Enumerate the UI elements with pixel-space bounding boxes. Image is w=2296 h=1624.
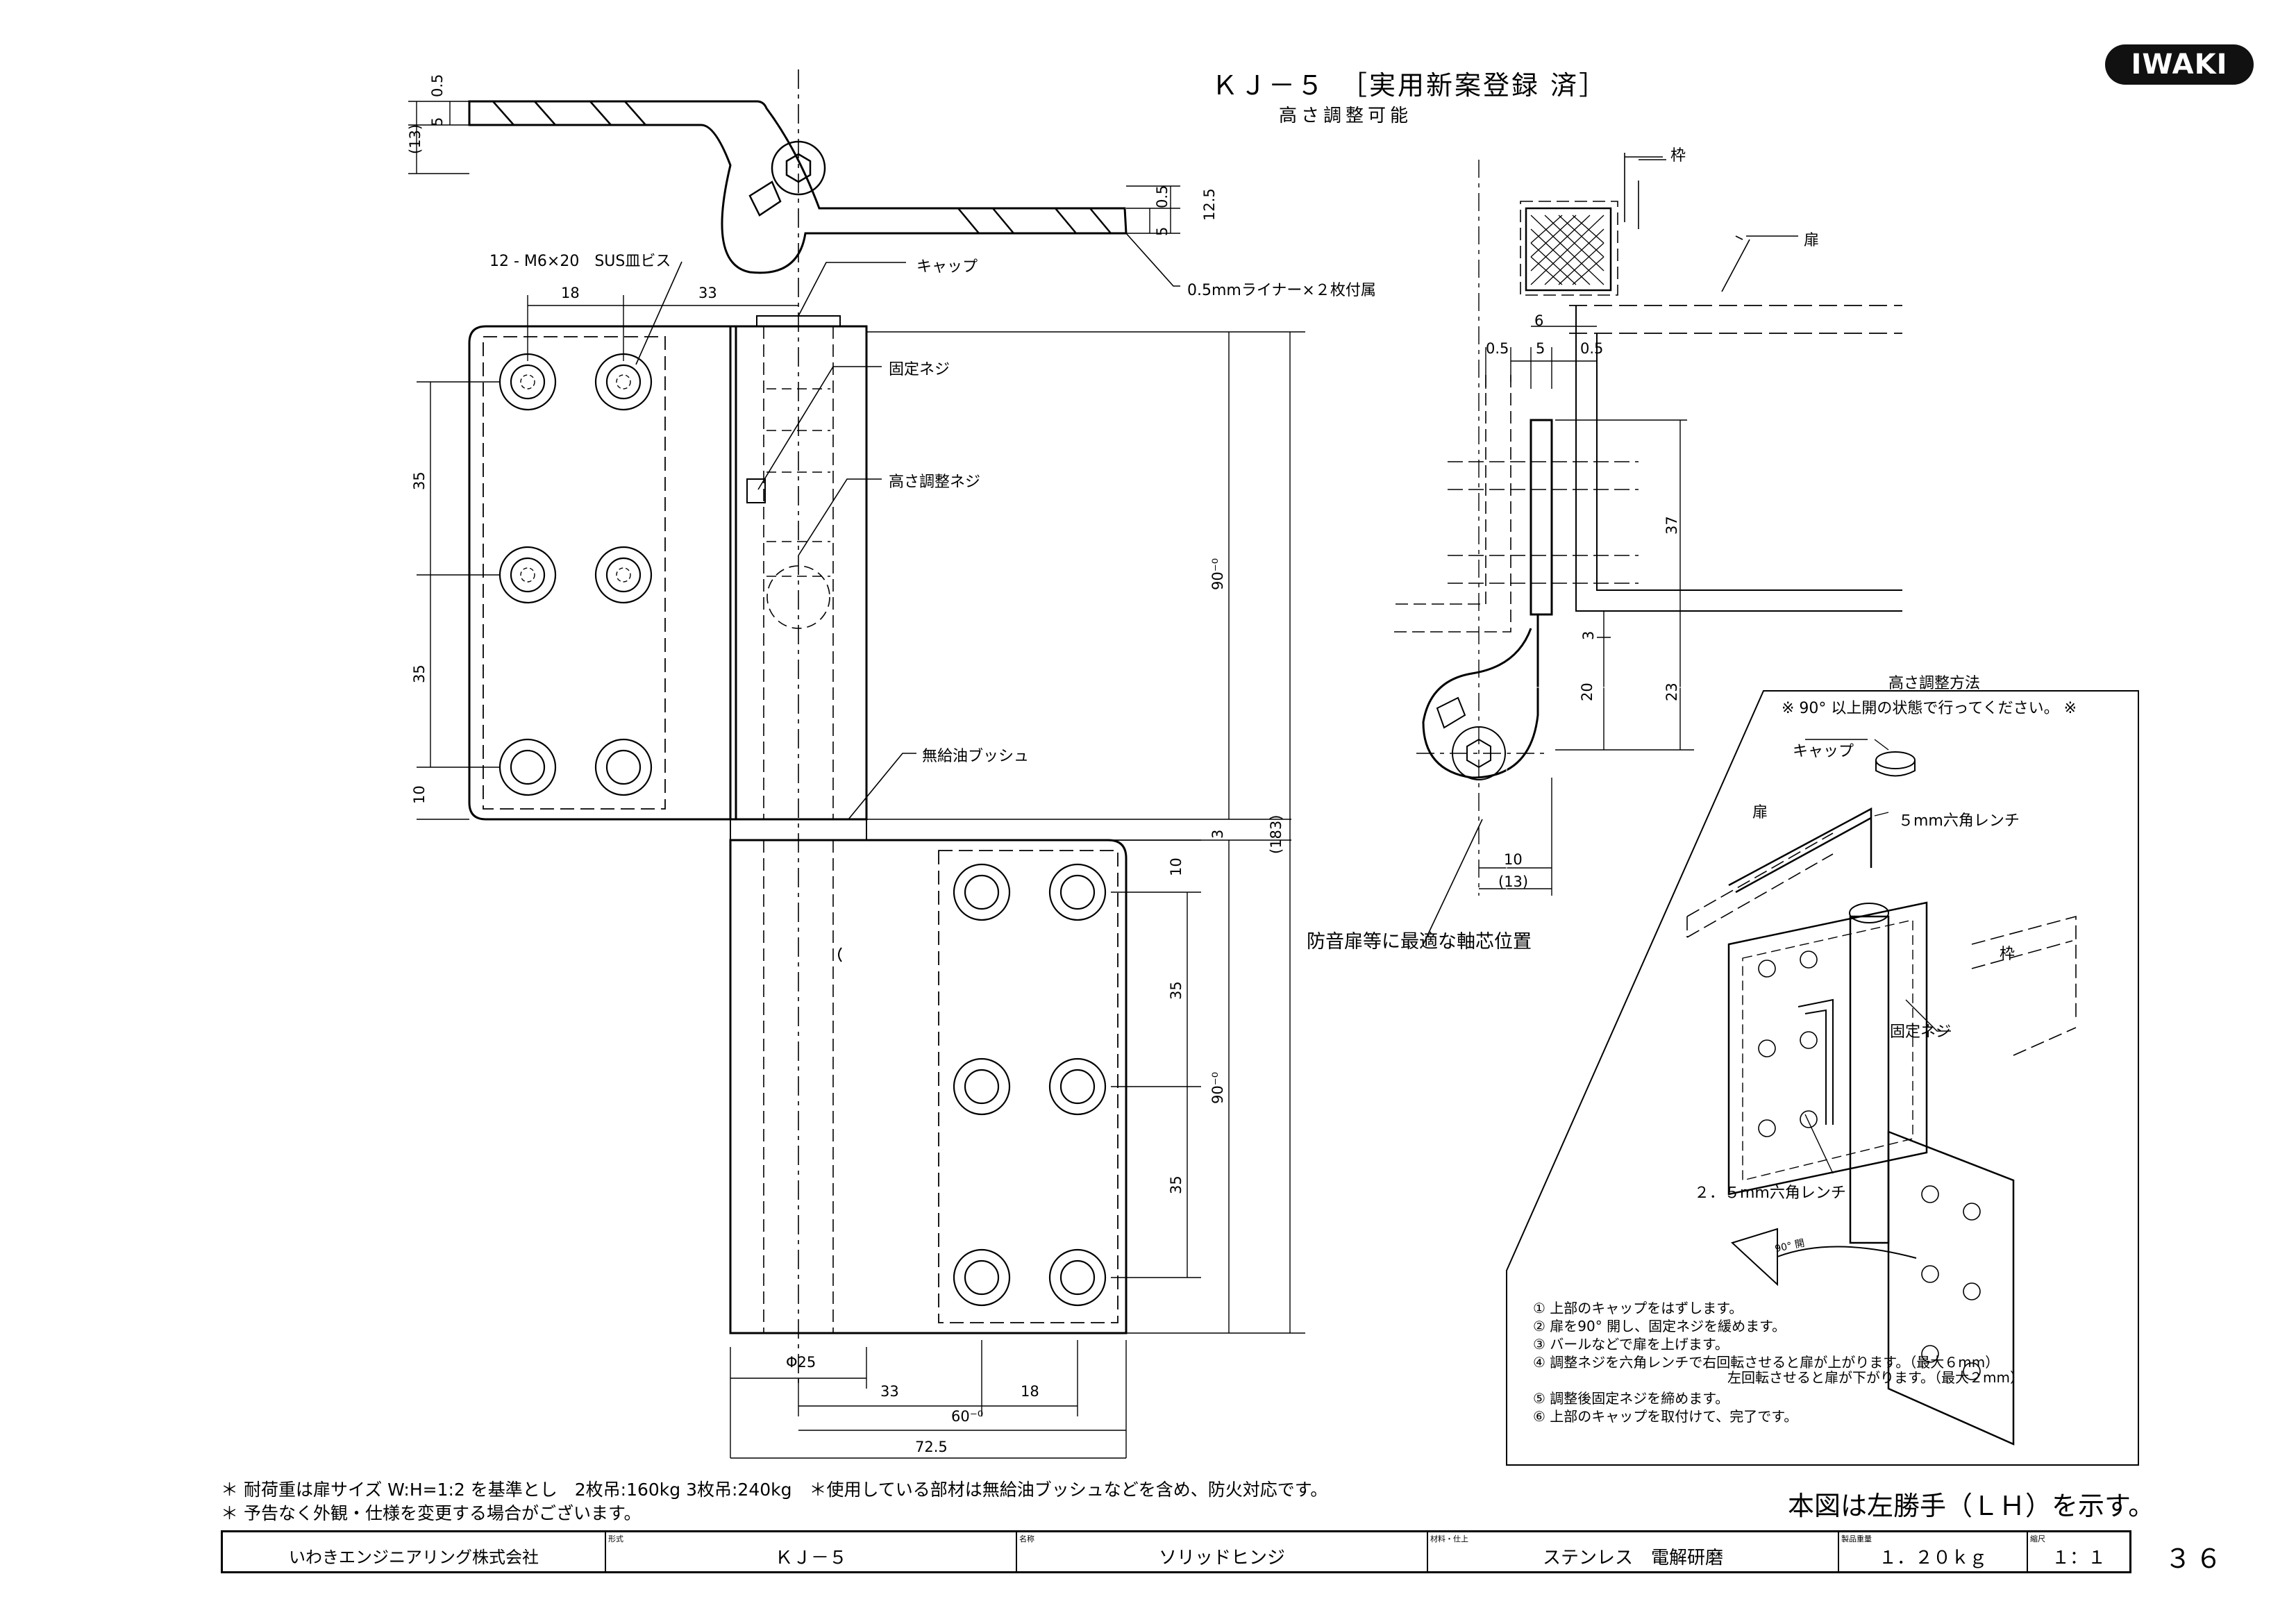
- front-leaders: [635, 261, 916, 820]
- scale-caption: 縮尺: [2030, 1534, 2045, 1543]
- front-view: [417, 261, 1305, 1459]
- dim-top-5: 5: [429, 117, 446, 126]
- dim-10-a: 10: [411, 785, 428, 804]
- bush-label: 無給油ブッシュ: [922, 748, 1030, 765]
- material-caption: 材料・仕上: [1430, 1534, 1468, 1543]
- material-value: ステンレス 電解研磨: [1542, 1548, 1723, 1568]
- note-spec-change: ＊ 予告なく外観・仕様を変更する場合がございます。: [221, 1503, 642, 1523]
- adjust-frame-label: 枠: [2000, 946, 2016, 963]
- door-label: 扉: [1804, 232, 1820, 249]
- lower-holes: [953, 863, 1107, 1307]
- cap-label: キャップ: [916, 258, 978, 276]
- sec-dim-20: 20: [1579, 683, 1595, 701]
- height-screw-label: 高さ調整ネジ: [889, 474, 981, 491]
- adjust-step-4: ④ 調整ネジを六角レンチで右回転させると扉が上がります。（最大６mm）: [1533, 1354, 2000, 1371]
- adjust-step-5: ⑤ 調整後固定ネジを締めます。: [1533, 1390, 1729, 1407]
- adjust-step-3: ③ バールなどで扉を上げます。: [1533, 1336, 1729, 1353]
- weight-caption: 製品重量: [1841, 1534, 1872, 1543]
- left-hand-note: 本図は左勝手（ＬＨ）を示す。: [1788, 1491, 2155, 1521]
- iwaki-logo: IWAKI: [2105, 44, 2254, 85]
- top-view: [408, 69, 1180, 1389]
- title-block-name: 名称 ソリッドヒンジ: [1017, 1532, 1428, 1571]
- weight-value: １．２０ｋｇ: [1878, 1548, 1987, 1568]
- adjust-step-1: ① 上部のキャップをはずします。: [1533, 1300, 1743, 1316]
- dim-top-13: (13): [407, 124, 424, 154]
- frame-label: 枠: [1670, 147, 1686, 165]
- title-block-weight: 製品重量 １．２０ｋｇ: [1839, 1532, 2028, 1571]
- company-name: いわきエンジニアリング株式会社: [289, 1548, 539, 1567]
- axis-position-label: 防音扉等に最適な軸芯位置: [1307, 931, 1532, 953]
- note-load: ＊ 耐荷重は扉サイズ W:H=1:2 を基準とし 2枚吊:160kg 3枚吊:2…: [221, 1480, 1328, 1500]
- adjust-step-6: ⑥ 上部のキャップを取付けて、完了です。: [1533, 1408, 1798, 1425]
- wrench25-label: ２．５mm六角レンチ: [1694, 1184, 1846, 1202]
- dim-18-bottom: 18: [1021, 1383, 1039, 1400]
- title-block-scale: 縮尺 １：１: [2028, 1532, 2129, 1571]
- adjustment-illustration: [1506, 687, 2139, 1466]
- model-value: ＫＪ－５: [774, 1548, 847, 1568]
- upper-holes: [498, 353, 653, 796]
- liner-label: 0.5mmライナー×２枚付属: [1187, 282, 1376, 299]
- dim-35-c: 35: [1168, 981, 1184, 1000]
- dim-10-b: 10: [1168, 857, 1184, 876]
- front-dimensions: [417, 295, 1305, 1459]
- dim-phi25: Φ25: [786, 1354, 816, 1371]
- section-view: [1392, 153, 1902, 945]
- dim-top-0-5b: 0.5: [1154, 185, 1171, 208]
- title-block: いわきエンジニアリング株式会社 形式 ＫＪ－５ 名称 ソリッドヒンジ 材料・仕上…: [221, 1530, 2131, 1573]
- adjust-cap-label: キャップ: [1793, 743, 1854, 760]
- scale-value: １：１: [2051, 1548, 2106, 1568]
- sec-dim-0-5b: 0.5: [1580, 340, 1604, 357]
- adjust-fixing-label: 固定ネジ: [1890, 1023, 1952, 1041]
- sec-dim-5: 5: [1536, 340, 1545, 357]
- dim-3: 3: [1209, 829, 1226, 839]
- dim-33-bottom: 33: [880, 1383, 899, 1400]
- sec-dim-13: (13): [1498, 873, 1529, 890]
- adjust-note: ※ 90° 以上開の状態で行ってください。 ※: [1782, 700, 2077, 717]
- title-block-material: 材料・仕上 ステンレス 電解研磨: [1428, 1532, 1839, 1571]
- dim-33-top: 33: [698, 285, 717, 301]
- sec-dim-6: 6: [1534, 312, 1544, 329]
- adjust-door-label: 扉: [1752, 804, 1768, 821]
- adjust-step-4b: 左回転させると扉が下がります。（最大２mm）: [1533, 1369, 2024, 1386]
- adjust-title: 高さ調整方法: [1888, 675, 1981, 692]
- dim-72-5: 72.5: [915, 1439, 948, 1455]
- fixing-screw-label: 固定ネジ: [889, 361, 950, 378]
- wrench5-label: ５mm六角レンチ: [1898, 812, 2020, 830]
- screws-label: 12 - M6×20 SUS皿ビス: [489, 253, 671, 270]
- sec-dim-3: 3: [1580, 630, 1597, 640]
- drawing-title: ＫＪ－５ ［実用新案登録 済］: [1212, 70, 1608, 101]
- adjust-step-2: ② 扉を90° 開し、固定ネジを緩めます。: [1533, 1318, 1786, 1334]
- model-caption: 形式: [608, 1534, 623, 1543]
- dim-top-12-5: 12.5: [1201, 188, 1218, 221]
- dim-90-lower: 90⁻⁰: [1209, 1071, 1226, 1104]
- dim-top-5b: 5: [1154, 226, 1171, 236]
- section-dimensions: [1479, 326, 1694, 896]
- sec-dim-37: 37: [1664, 516, 1680, 535]
- dim-35-d: 35: [1168, 1175, 1184, 1194]
- title-block-company: いわきエンジニアリング株式会社: [223, 1532, 606, 1571]
- dim-183: (183): [1268, 814, 1284, 854]
- page-number: ３６: [2165, 1543, 2227, 1574]
- title-block-model: 形式 ＫＪ－５: [606, 1532, 1017, 1571]
- dim-60: 60⁻⁰: [951, 1408, 984, 1425]
- dim-18-top: 18: [561, 285, 580, 301]
- dim-90-upper: 90⁻⁰: [1209, 558, 1226, 590]
- sec-dim-0-5a: 0.5: [1486, 340, 1509, 357]
- dim-35-a: 35: [411, 471, 428, 490]
- sec-dim-10: 10: [1504, 851, 1523, 868]
- drawing-subtitle: 高さ調整可能: [1279, 106, 1413, 126]
- name-value: ソリッドヒンジ: [1158, 1548, 1285, 1568]
- name-caption: 名称: [1019, 1534, 1034, 1543]
- dim-35-b: 35: [411, 664, 428, 683]
- dim-top-0-5: 0.5: [429, 74, 446, 97]
- sec-dim-23: 23: [1664, 683, 1680, 701]
